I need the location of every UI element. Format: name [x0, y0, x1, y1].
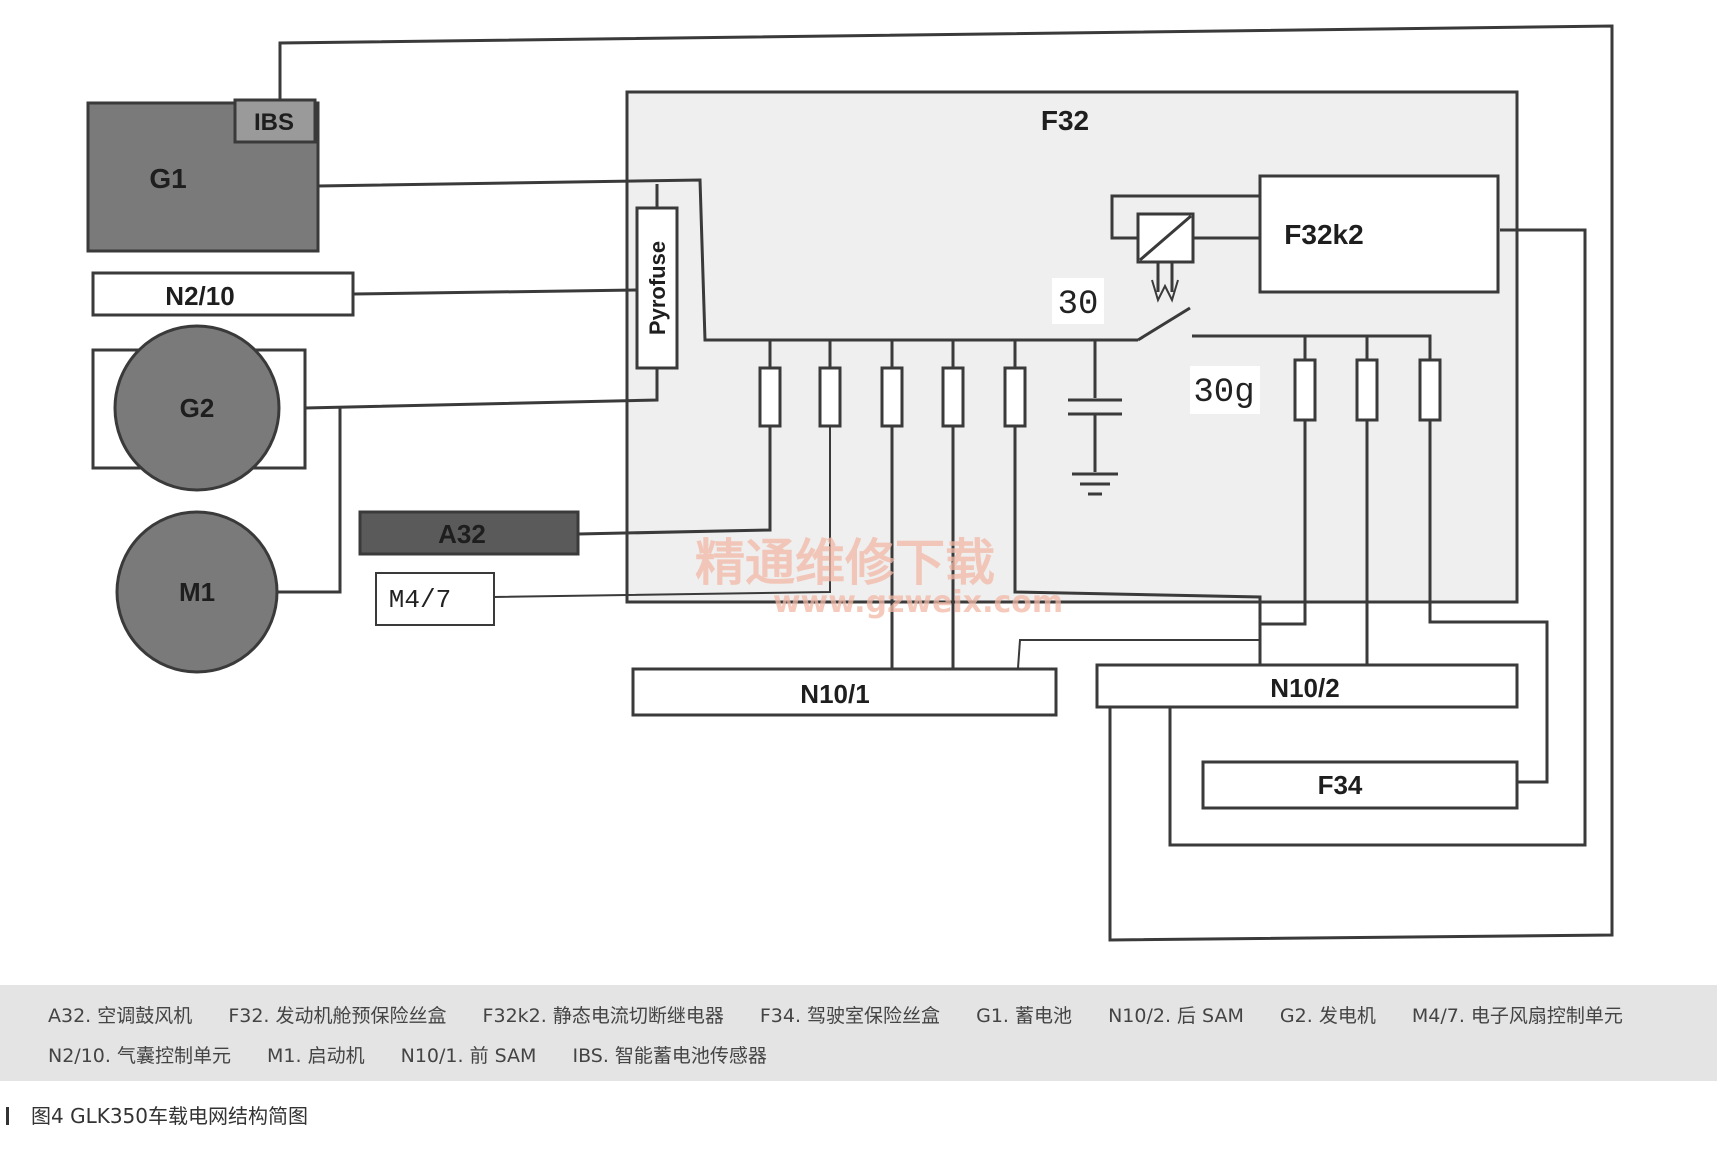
fuse: [1293, 358, 1317, 422]
f34-label: F34: [1318, 770, 1363, 800]
wire-ibs-loop: [278, 24, 1614, 942]
watermark-text: 精通维修下载: [695, 533, 995, 592]
g1-label: G1: [149, 163, 186, 194]
n10-2-label: N10/2: [1270, 673, 1339, 703]
wire-m4-7-fuse2: [493, 420, 831, 598]
a32-box: [358, 510, 580, 556]
wire-relay-coil: [1110, 194, 1260, 240]
figure-caption: 图4 GLK350车载电网结构简图: [6, 1100, 308, 1129]
m1-label: M1: [179, 577, 215, 607]
legend-item: M1. 启动机: [267, 1045, 365, 1067]
wire-fuse5-n10-1: [1013, 426, 1262, 665]
n2-10-box: [91, 271, 355, 317]
terminal-30g-label: 30g: [1193, 374, 1254, 412]
legend-panel: A32. 空调鼓风机 F32. 发动机舱预保险丝盒 F32k2. 静态电流切断继…: [0, 985, 1717, 1081]
fuse: [1003, 366, 1027, 428]
ibs-label: IBS: [254, 109, 294, 136]
capacitor-ground: [1068, 340, 1122, 496]
m4-7-box: [375, 572, 495, 626]
relay-coil-diagonal: [1139, 214, 1192, 262]
legend-row-2: N2/10. 气囊控制单元 M1. 启动机 N10/1. 前 SAM IBS. …: [48, 1041, 797, 1068]
m4-7-label: M4/7: [389, 585, 451, 615]
g2-generator: [113, 324, 281, 492]
legend-item: N10/1. 前 SAM: [400, 1045, 537, 1067]
pyrofuse-label: Pyrofuse: [645, 241, 670, 335]
f32-box: [625, 90, 1519, 604]
legend-item: F32k2. 静态电流切断继电器: [482, 1005, 724, 1027]
legend-item: N2/10. 气囊控制单元: [48, 1045, 231, 1067]
legend-row-1: A32. 空调鼓风机 F32. 发动机舱预保险丝盒 F32k2. 静态电流切断继…: [48, 1001, 1653, 1028]
fuse: [880, 366, 904, 428]
f34-box: [1201, 760, 1519, 810]
n10-1-box: [631, 667, 1058, 717]
fuse-row-30g: [1293, 334, 1442, 422]
terminal-30-label: 30: [1058, 286, 1099, 324]
caption-text: 图4 GLK350车载电网结构简图: [31, 1104, 309, 1128]
legend-item: G2. 发电机: [1279, 1005, 1376, 1027]
f32-label: F32: [1041, 105, 1089, 136]
legend-item: F32. 发动机舱预保险丝盒: [228, 1005, 447, 1027]
f32k2-label: F32k2: [1284, 219, 1363, 250]
caption-marker: [6, 1107, 9, 1125]
fuse-row-30: [758, 340, 1027, 428]
legend-item: N10/2. 后 SAM: [1108, 1005, 1244, 1027]
wire-30g-fuse3-f34: [1428, 420, 1549, 784]
wire-n10-2-f34-loop: [1168, 228, 1587, 847]
watermark-url: www.gzweix.com: [773, 585, 1063, 620]
ibs-sensor: [233, 98, 317, 144]
legend-item: F34. 驾驶室保险丝盒: [759, 1005, 941, 1027]
g2-label: G2: [180, 393, 215, 423]
fuse: [818, 366, 842, 428]
legend-item: G1. 蓄电池: [976, 1005, 1073, 1027]
fuse: [1418, 358, 1442, 422]
wire-m1-g2: [277, 408, 342, 594]
terminal-30-bg: [1052, 278, 1104, 324]
n10-1-label: N10/1: [800, 679, 869, 709]
wire-a32-fuse1: [577, 420, 772, 536]
relay-actuator: [1151, 262, 1179, 303]
legend-item: M4/7. 电子风扇控制单元: [1411, 1005, 1623, 1027]
wiring-diagram: IBS G1 N2/10 Pyrofuse G2 M1 A32 M4/7: [86, 24, 1614, 942]
wire-g2-pyrofuse: [304, 368, 659, 410]
wire-30g-fuse1-n10-2: [1260, 420, 1307, 626]
fuse: [758, 366, 782, 428]
wire-n10-1-n10-2: [1017, 639, 1260, 669]
fuse: [1355, 358, 1379, 422]
f32k2-relay: [1258, 174, 1500, 294]
n10-2-box: [1095, 663, 1519, 709]
n2-10-label: N2/10: [165, 281, 234, 311]
terminal-30g-bg: [1190, 366, 1260, 414]
legend-item: A32. 空调鼓风机: [48, 1005, 193, 1027]
wire-g1-mainbus: [317, 178, 1138, 342]
legend-item: IBS. 智能蓄电池传感器: [572, 1045, 767, 1067]
relay-switch-blade: [1137, 306, 1191, 342]
fuse: [941, 366, 965, 428]
wire-n2-10-pyrofuse: [352, 288, 638, 296]
a32-label: A32: [438, 519, 486, 549]
